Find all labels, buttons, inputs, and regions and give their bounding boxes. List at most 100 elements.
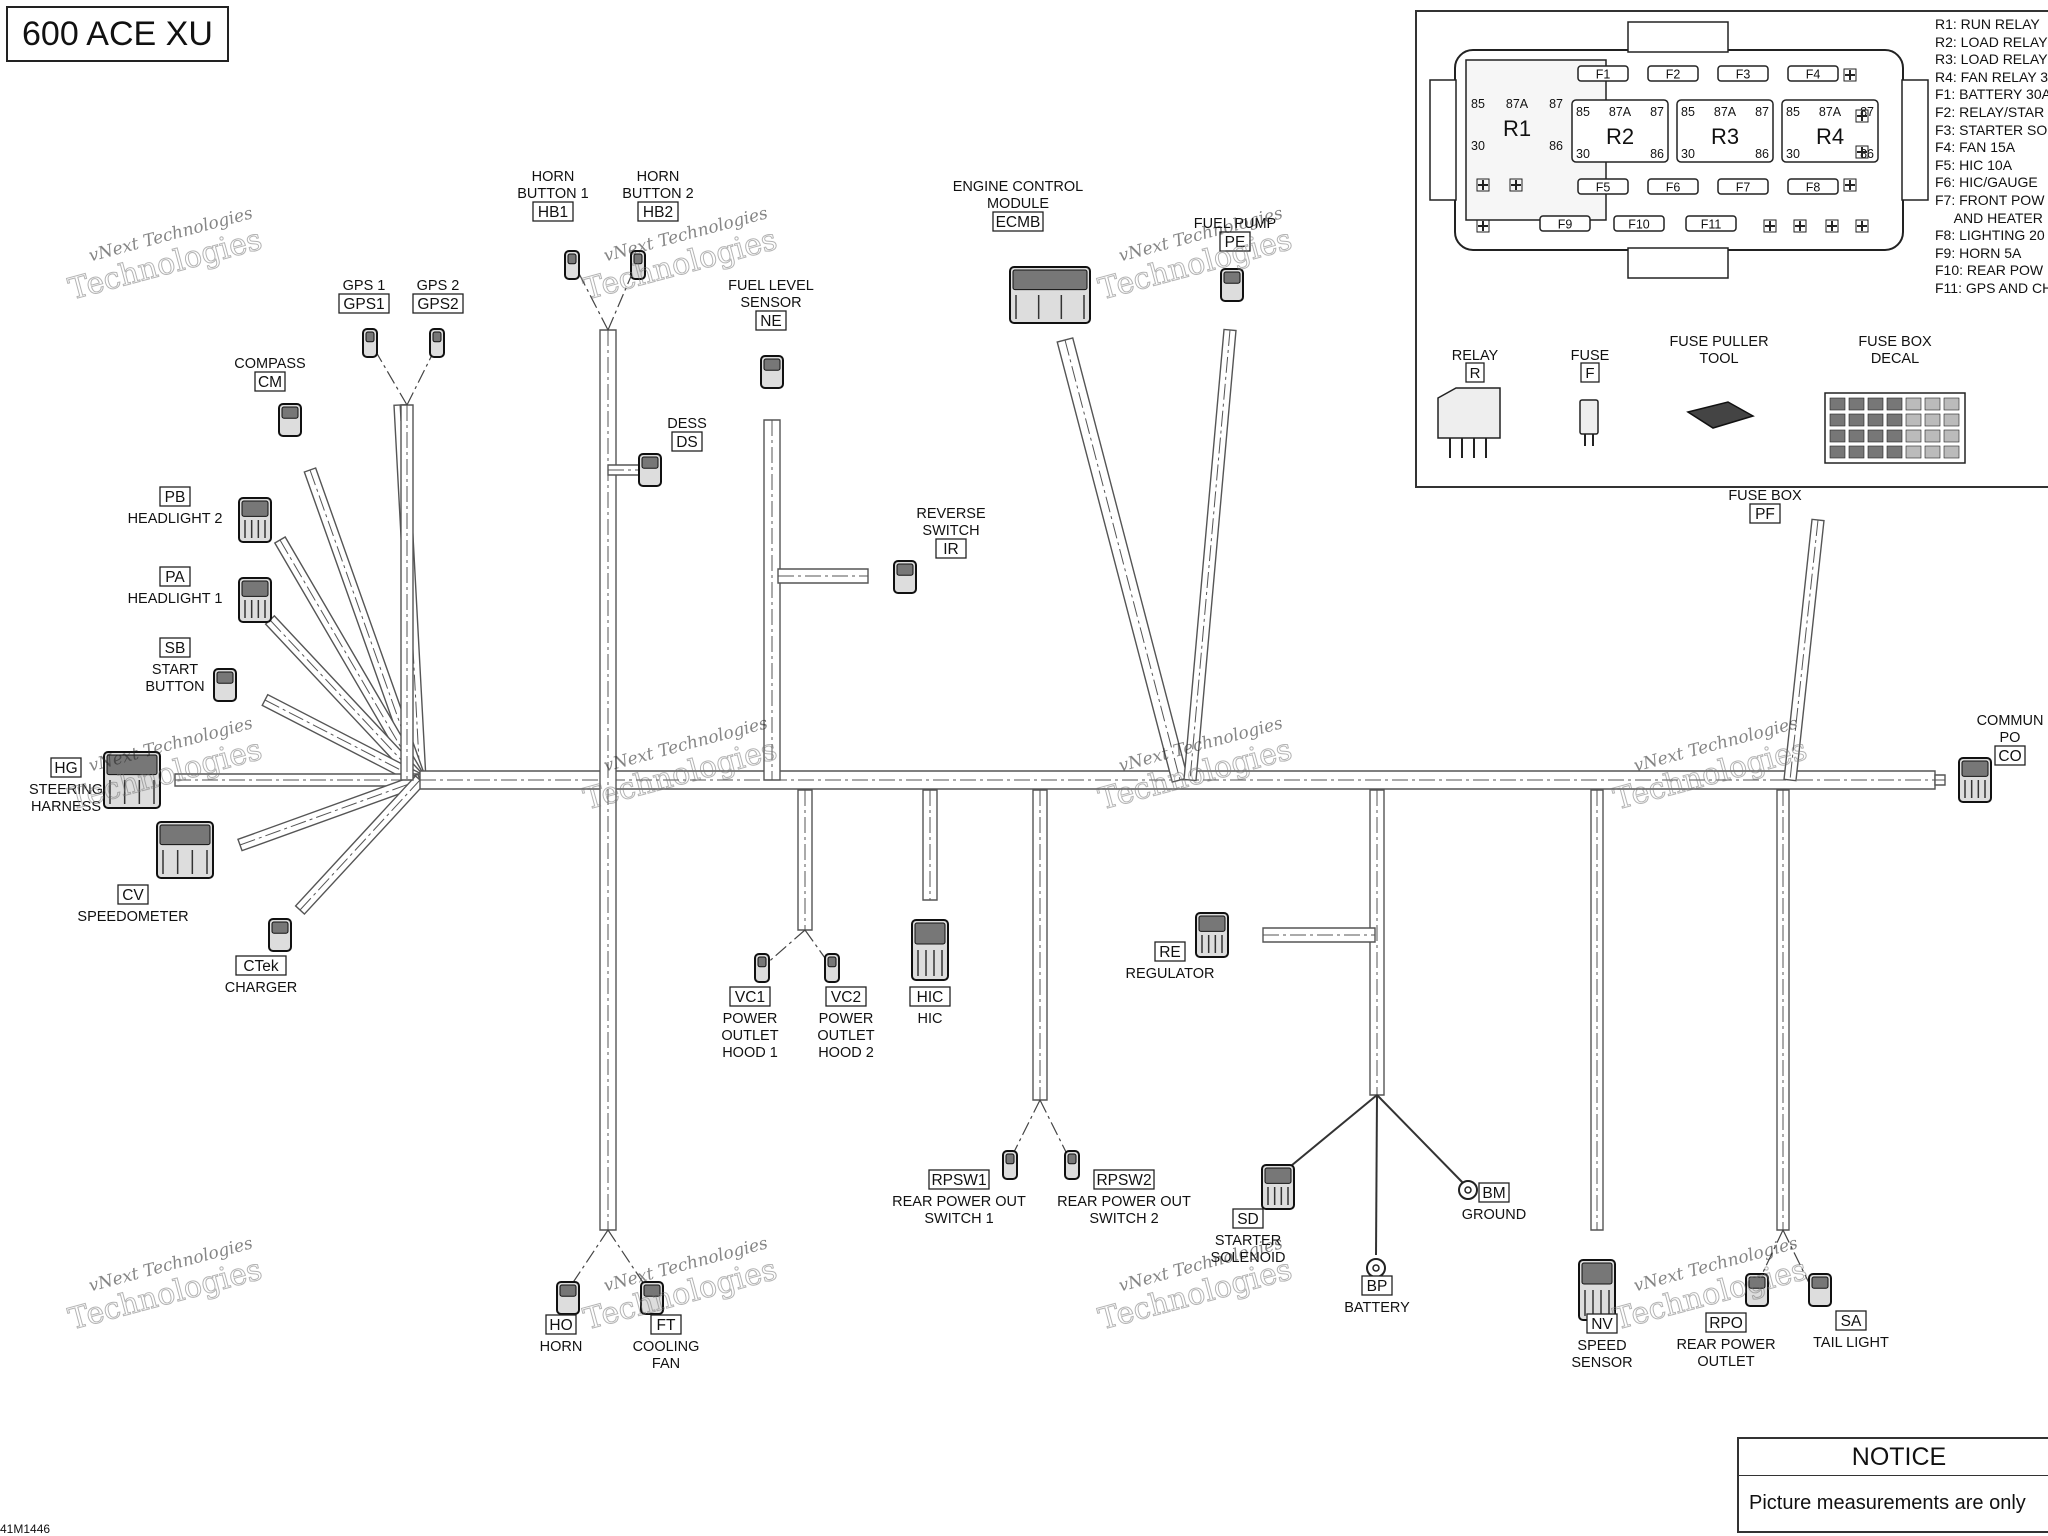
component-code: VC1 xyxy=(735,989,765,1006)
component-code: RPSW1 xyxy=(931,1172,986,1189)
component-code: GPS2 xyxy=(417,296,458,313)
component-name: SWITCH xyxy=(922,523,979,539)
component-code: CTek xyxy=(243,958,279,975)
component-code: SD xyxy=(1237,1211,1259,1228)
legend-line: R1: RUN RELAY xyxy=(1935,16,2040,32)
component-code: HB2 xyxy=(643,204,673,221)
component-code: BP xyxy=(1367,1278,1388,1295)
component-code: RPSW2 xyxy=(1096,1172,1151,1189)
connector-cm-icon xyxy=(278,403,302,437)
component-code: PA xyxy=(165,569,185,586)
component-name: HORN xyxy=(532,169,575,185)
connector-gps2-icon xyxy=(429,328,445,358)
comm-port-branch xyxy=(1934,774,1946,786)
label-pb: HEADLIGHT 2PB xyxy=(128,486,222,527)
connector-bm-icon xyxy=(1458,1180,1478,1200)
hic-branch xyxy=(922,789,938,901)
component-code: FT xyxy=(657,1317,676,1334)
component-name: REAR POWER OUT xyxy=(1057,1194,1191,1210)
component-name: HIC xyxy=(918,1011,943,1027)
connector-rpsw1-icon xyxy=(1002,1150,1018,1180)
connector-ds-icon xyxy=(638,453,662,487)
component-name: SPEED xyxy=(1577,1338,1626,1354)
notice-box: NOTICE Picture measurements are only xyxy=(1737,1437,2048,1533)
notice-body: Picture measurements are only xyxy=(1749,1492,2026,1514)
component-name: STEERING xyxy=(29,782,103,798)
component-name: SENSOR xyxy=(1571,1355,1632,1371)
component-code: PE xyxy=(1225,234,1246,251)
component-name: COOLING xyxy=(633,1339,700,1355)
component-name: CHARGER xyxy=(225,980,298,996)
connector-pa-icon xyxy=(238,577,272,623)
component-name: FUEL LEVEL xyxy=(728,278,814,294)
tail-light-branch xyxy=(1776,789,1790,1231)
component-code: HB1 xyxy=(538,204,568,221)
connector-hb2-icon xyxy=(630,250,646,280)
component-name: SPEEDOMETER xyxy=(77,909,188,925)
component-name: REGULATOR xyxy=(1126,966,1215,982)
connector-gps1-icon xyxy=(362,328,378,358)
component-name: BUTTON 2 xyxy=(622,186,693,202)
component-code: RPO xyxy=(1709,1315,1743,1332)
component-code: PB xyxy=(165,489,186,506)
label-bp: BATTERY BP xyxy=(1344,1275,1410,1316)
connector-vc2-icon xyxy=(824,953,840,983)
legend-line: F6: HIC/GAUGE xyxy=(1935,174,2038,191)
component-name: MODULE xyxy=(987,196,1049,212)
rear-switch-branch xyxy=(1032,789,1048,1101)
label-hic: HIC HIC xyxy=(909,986,951,1027)
component-code: DS xyxy=(676,434,698,451)
component-name: TAIL LIGHT xyxy=(1813,1335,1889,1351)
fuel-level-branch xyxy=(763,419,781,781)
notice-heading: NOTICE xyxy=(1739,1439,2048,1476)
legend-line: F3: STARTER SO xyxy=(1935,121,2048,138)
legend-line: F2: RELAY/STAR xyxy=(1935,103,2045,120)
component-code: SA xyxy=(1841,1313,1862,1330)
component-name: BUTTON 1 xyxy=(517,186,588,202)
component-name: DESS xyxy=(667,416,707,432)
component-name: BATTERY xyxy=(1344,1300,1410,1316)
component-code: VC2 xyxy=(831,989,861,1006)
label-ctek: CHARGER CTek xyxy=(225,955,298,996)
component-name: POWER xyxy=(723,1011,778,1027)
component-name: SWITCH 1 xyxy=(924,1211,993,1227)
component-name: START xyxy=(152,662,198,678)
component-code: HIC xyxy=(917,989,944,1006)
legend-line: R3: LOAD RELAY xyxy=(1935,51,2048,68)
component-name: REAR POWER xyxy=(1676,1337,1775,1353)
component-name: FAN xyxy=(652,1356,680,1372)
regulator-branch xyxy=(1262,927,1376,943)
connector-ne-icon xyxy=(760,355,784,389)
component-name: SENSOR xyxy=(740,295,801,311)
connector-pe-icon xyxy=(1220,268,1244,302)
harness-branch xyxy=(237,773,423,852)
component-code: ECMB xyxy=(996,214,1041,231)
component-name: GPS 2 xyxy=(417,278,460,294)
horn-branch xyxy=(599,329,617,1231)
component-code: CM xyxy=(258,374,282,391)
connector-ir-icon xyxy=(893,560,917,594)
component-name: REVERSE xyxy=(916,506,986,522)
component-name: POWER xyxy=(819,1011,874,1027)
connector-hg-icon xyxy=(103,751,161,809)
ecm-branch xyxy=(1056,337,1189,783)
label-pa: HEADLIGHT 1PA xyxy=(128,566,222,607)
component-name: OUTLET xyxy=(817,1028,874,1044)
component-code: IR xyxy=(943,541,959,558)
